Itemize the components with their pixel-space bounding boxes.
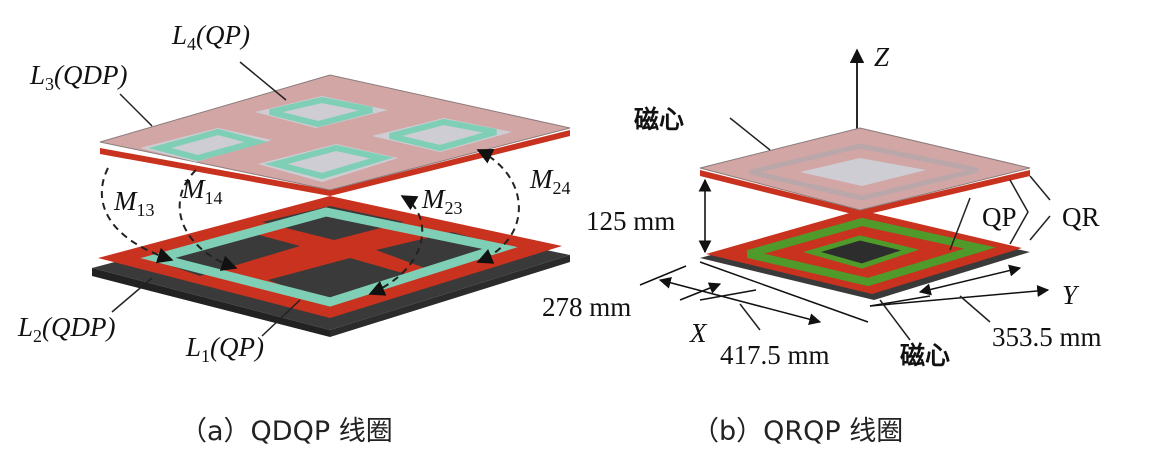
label-L2: L2(QDP) xyxy=(17,312,116,346)
arc-m23 xyxy=(368,195,424,296)
top-plate xyxy=(99,74,571,191)
green-qp-inner xyxy=(802,235,920,269)
qr-label: QR xyxy=(1062,202,1100,232)
arc-m24 xyxy=(476,149,520,264)
base-dimension-lines xyxy=(639,261,1050,326)
top-teal-top xyxy=(269,96,373,128)
top-ring-b xyxy=(749,143,979,201)
panel-b: Z 125 mm xyxy=(542,42,1102,447)
top-pad-a xyxy=(99,74,571,196)
axis-z-label: Z xyxy=(874,42,890,72)
top-teal-left xyxy=(148,128,268,162)
label-L1: L1(QP) xyxy=(185,332,264,366)
core-top-label: 磁心 xyxy=(634,105,684,134)
arc-m14 xyxy=(178,169,238,271)
length-x-label: 417.5 mm xyxy=(720,340,830,370)
arc-m13 xyxy=(100,167,174,264)
label-M23: M23 xyxy=(421,184,463,218)
label-L4: L4(QP) xyxy=(171,20,250,54)
green-qr-loop xyxy=(746,217,996,287)
label-M13: M13 xyxy=(113,186,155,220)
qp-label: QP xyxy=(982,202,1017,232)
core-bottom-label: 磁心 xyxy=(900,341,950,370)
axis-x-label: X xyxy=(689,318,708,348)
coupling-arcs xyxy=(100,149,520,296)
gap-label: 125 mm xyxy=(586,206,675,236)
label-L3: L3(QDP) xyxy=(29,60,128,94)
qdp-sector-top xyxy=(262,206,404,240)
bottom-pad-b xyxy=(700,210,1030,300)
length-y-label: 353.5 mm xyxy=(992,322,1102,352)
axis-y-label: Y xyxy=(1062,280,1080,310)
bottom-pad-a xyxy=(92,196,570,337)
label-M14: M14 xyxy=(181,174,223,208)
leader-lines-a xyxy=(111,61,301,337)
top-teal-bottom xyxy=(264,144,394,180)
label-M24: M24 xyxy=(529,164,571,198)
width-label: 278 mm xyxy=(542,292,631,322)
top-pad-b xyxy=(699,127,1031,216)
top-inner-b xyxy=(800,158,926,186)
caption-a: （a）QDQP 线圈 xyxy=(180,416,393,447)
bottom-ferrite-side-r xyxy=(330,255,570,337)
leader-lines-b xyxy=(729,117,1051,341)
panel-a: L3(QDP) L4(QP) L2(QDP) L1(QP) M13 M14 M2… xyxy=(17,20,571,447)
top-teal-right xyxy=(389,118,497,152)
caption-b: （b）QRQP 线圈 xyxy=(692,416,903,447)
bottom-ferrite-side xyxy=(92,268,330,337)
bottom-copper-plate xyxy=(98,196,562,318)
